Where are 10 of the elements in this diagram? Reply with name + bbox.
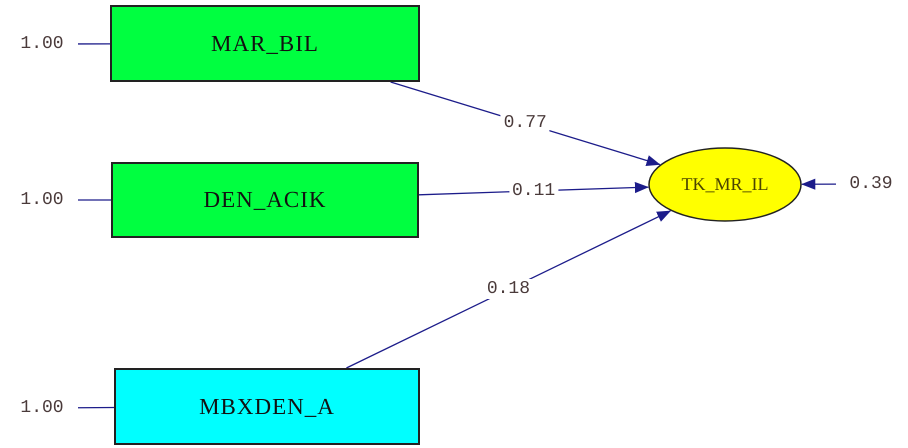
edge-label: 0.77 bbox=[500, 113, 550, 134]
variable-box: MBXDEN_A bbox=[114, 368, 420, 445]
arrow bbox=[801, 178, 836, 190]
error-variance-value: 1.00 bbox=[8, 187, 76, 213]
error-variance-value: 1.00 bbox=[8, 31, 76, 57]
latent-variable-ellipse: TK_MR_IL bbox=[648, 147, 802, 222]
error-variance-value: 0.39 bbox=[838, 171, 904, 197]
variable-box: MAR_BIL bbox=[110, 5, 420, 82]
error-variance-value: 1.00 bbox=[8, 395, 76, 421]
variable-box: DEN_ACIK bbox=[111, 162, 419, 238]
